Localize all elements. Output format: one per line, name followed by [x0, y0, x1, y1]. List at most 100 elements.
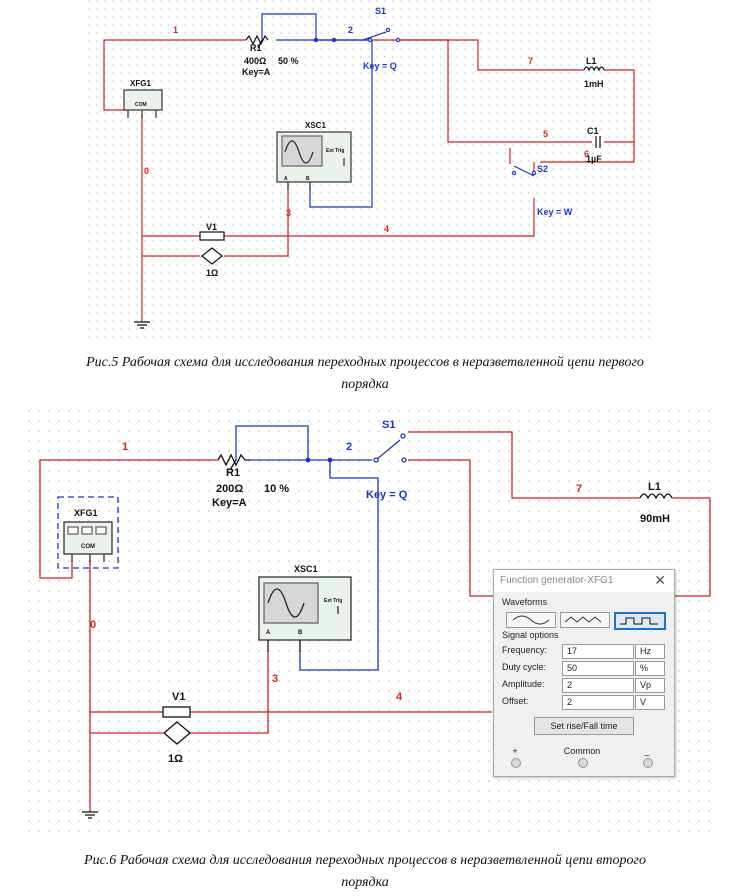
xsc1-b: B [298, 630, 303, 636]
xfg1-com: COM [81, 544, 95, 550]
frequency-label: Frequency: [502, 645, 548, 655]
offset-value: 2 [567, 697, 573, 707]
net-4-label: 4 [384, 224, 389, 234]
plus-terminal[interactable]: + [500, 746, 530, 768]
amplitude-unit-text: Vp [640, 680, 652, 690]
net-0-label: 0 [90, 619, 96, 631]
v1-value: 1Ω [168, 753, 183, 765]
figure-1-caption: Рис.5 Рабочая схема для исследования пер… [0, 352, 730, 396]
xsc1-ext-trig: Ext Trig [324, 598, 342, 604]
offset-unit[interactable]: V [635, 695, 665, 710]
v1-value: 1Ω [206, 268, 218, 278]
common-terminal-icon [578, 758, 588, 768]
l1-name: L1 [586, 56, 597, 66]
r1-percent: 50 % [278, 56, 299, 66]
xsc1-name: XSC1 [294, 564, 318, 574]
r1-value: 400Ω [244, 56, 266, 66]
offset-input[interactable]: 2 [562, 695, 634, 710]
r1-name: R1 [226, 467, 240, 479]
amplitude-value: 2 [567, 680, 573, 690]
l1-value: 90mH [640, 513, 670, 525]
r1-value: 200Ω [216, 483, 243, 495]
triangle-wave-icon [564, 616, 602, 623]
v1-name: V1 [206, 222, 217, 232]
minus-terminal-icon [643, 758, 653, 768]
plus-terminal-label: + [512, 746, 518, 756]
r1-key: Key=A [242, 67, 271, 77]
offset-label: Offset: [502, 696, 529, 706]
function-generator-dialog: Function generator-XFG1 ✕ Waveforms Sign… [493, 569, 675, 777]
s1-key: Key = Q [363, 61, 397, 71]
frequency-unit-text: Hz [640, 646, 651, 656]
square-wave-icon [620, 617, 658, 625]
dialog-titlebar[interactable]: Function generator-XFG1 ✕ [494, 570, 674, 592]
net-3-label: 3 [272, 673, 278, 685]
s1-name: S1 [375, 6, 386, 16]
c1-value: 1µF [586, 154, 602, 164]
figure-2-caption-line2: порядка [341, 875, 389, 890]
minus-terminal-label: _ [644, 746, 650, 756]
net-4-label: 4 [396, 691, 403, 703]
duty-cycle-unit[interactable]: % [635, 661, 665, 676]
duty-cycle-label: Duty cycle: [502, 662, 547, 672]
triangle-wave-button[interactable] [560, 612, 610, 628]
net-0-label: 0 [144, 166, 149, 176]
xfg1-name: XFG1 [130, 79, 151, 88]
r1-percent: 10 % [264, 483, 289, 495]
figure-2-caption: Рис.6 Рабочая схема для исследования пер… [0, 850, 730, 894]
amplitude-input[interactable]: 2 [562, 678, 634, 693]
s1-key: Key = Q [366, 489, 408, 501]
net-2-label: 2 [348, 25, 353, 35]
xsc1-a: A [266, 630, 271, 636]
xsc1-a: A [284, 176, 288, 182]
l1-name: L1 [648, 481, 661, 493]
net-1-label: 1 [122, 441, 128, 453]
amplitude-label: Amplitude: [502, 679, 545, 689]
duty-cycle-value: 50 [567, 663, 578, 673]
s1-name: S1 [382, 419, 395, 431]
plus-terminal-icon [511, 758, 521, 768]
set-rise-fall-time-button[interactable]: Set rise/Fall time [534, 717, 634, 735]
schematic-panel-1: 1 2 0 3 4 5 6 7 R1 400Ω 50 % Key=A S1 Ke… [88, 0, 650, 338]
dialog-title: Function generator-XFG1 [500, 575, 614, 586]
s2-key: Key = W [537, 207, 573, 217]
xsc1-ext-trig: Ext Trig [326, 148, 344, 154]
duty-cycle-unit-text: % [640, 663, 649, 673]
sine-wave-button[interactable] [506, 612, 556, 628]
c1-name: C1 [587, 126, 599, 136]
s2-name: S2 [537, 164, 548, 174]
l1-value: 1mH [584, 79, 604, 89]
frequency-input[interactable]: 17 [562, 644, 634, 659]
net-7-label: 7 [528, 56, 533, 66]
offset-unit-text: V [640, 697, 647, 707]
minus-terminal[interactable]: _ [632, 746, 662, 768]
frequency-unit[interactable]: Hz [635, 644, 665, 659]
xsc1-name: XSC1 [305, 121, 326, 130]
xfg1-name: XFG1 [74, 508, 98, 518]
v1-name: V1 [172, 691, 185, 703]
frequency-value: 17 [567, 646, 578, 656]
common-terminal-label: Common [563, 746, 601, 756]
r1-name: R1 [250, 43, 262, 53]
net-7-label: 7 [576, 483, 582, 495]
amplitude-unit[interactable]: Vp [635, 678, 665, 693]
net-1-label: 1 [173, 25, 178, 35]
net-5-label: 5 [543, 129, 548, 139]
square-wave-button[interactable] [614, 612, 666, 630]
sine-wave-icon [512, 615, 550, 625]
schematic-1-canvas: 1 2 0 3 4 5 6 7 R1 400Ω 50 % Key=A S1 Ke… [88, 0, 650, 338]
waveforms-label: Waveforms [502, 597, 548, 607]
figure-2-caption-line1: Рис.6 Рабочая схема для исследования пер… [84, 853, 646, 868]
figure-1-caption-line1: Рис.5 Рабочая схема для исследования пер… [86, 355, 644, 370]
net-3-label: 3 [286, 208, 291, 218]
common-terminal[interactable]: Common [562, 746, 602, 768]
figure-1-caption-line2: порядка [341, 377, 389, 392]
net-2-label: 2 [346, 441, 352, 453]
duty-cycle-input[interactable]: 50 [562, 661, 634, 676]
close-icon[interactable]: ✕ [654, 572, 666, 588]
xsc1-b: B [306, 176, 310, 182]
signal-options-label: Signal options [502, 630, 559, 640]
net-6-label: 6 [584, 149, 589, 159]
xfg1-com: COM [135, 102, 147, 108]
r1-key: Key=A [212, 497, 247, 509]
